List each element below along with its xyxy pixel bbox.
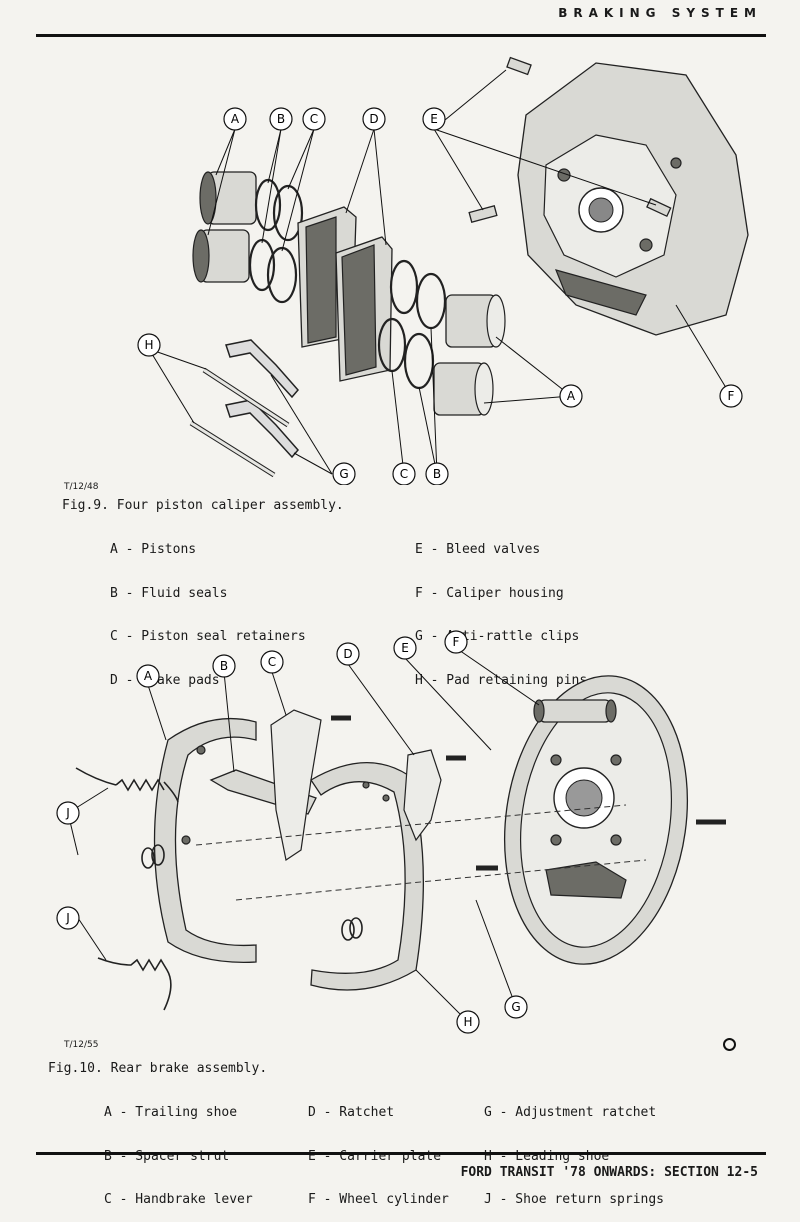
fig10-legend-col3: G - Adjustment ratchet H - Leading shoe … <box>484 1077 664 1222</box>
svg-text:J: J <box>65 806 70 820</box>
fig10-callout-H: H <box>456 1010 480 1034</box>
fig9-callout-B-bottom: B <box>425 462 449 485</box>
svg-text:H: H <box>463 1015 472 1029</box>
fig9-callout-H: H <box>137 333 161 357</box>
fig9-caption: Fig.9. Four piston caliper assembly. <box>62 498 344 513</box>
fig9-callout-A-top: A <box>223 107 247 131</box>
legend-item: H - Pad retaining pins <box>415 672 588 688</box>
legend-item: G - Adjustment ratchet <box>484 1105 657 1120</box>
page-dot-mark <box>723 1038 736 1051</box>
svg-text:B: B <box>433 467 441 481</box>
fig9-pistons-left <box>192 171 257 283</box>
fig10-callout-C: C <box>260 650 284 674</box>
fig9-ref: T/12/48 <box>64 482 99 492</box>
svg-text:G: G <box>511 1000 520 1014</box>
fig10-callout-D: D <box>336 642 360 666</box>
fig10-springs <box>75 767 363 1011</box>
fig9-callout-A-bottom: A <box>559 384 583 408</box>
fig10-callout-A: A <box>136 664 160 688</box>
fig10-callout-F: F <box>444 630 468 654</box>
fig10-callout-E: E <box>393 636 417 660</box>
svg-text:C: C <box>310 112 318 126</box>
fig10-wheel-cylinder <box>533 699 617 723</box>
legend-item: E - Bleed valves <box>415 542 541 557</box>
legend-item: A - Pistons <box>110 542 197 557</box>
legend-item: F - Caliper housing <box>415 585 564 601</box>
fig10-carrier-plate <box>503 675 689 965</box>
svg-text:B: B <box>277 112 285 126</box>
fig10-bolts <box>331 715 726 871</box>
svg-text:D: D <box>369 112 378 126</box>
fig10-handbrake-lever <box>270 709 322 861</box>
page-footer: FORD TRANSIT '78 ONWARDS: SECTION 12-5 <box>460 1165 758 1180</box>
legend-item: F - Wheel cylinder <box>308 1192 449 1207</box>
svg-text:F: F <box>728 389 735 403</box>
fig10-legend-col1: A - Trailing shoe B - Spacer strut C - H… <box>104 1077 253 1222</box>
fig10-legend-col2: D - Ratchet E - Carrier plate F - Wheel … <box>308 1077 449 1222</box>
svg-text:A: A <box>144 669 153 683</box>
svg-text:C: C <box>400 467 408 481</box>
fig10-callout-B: B <box>212 654 236 678</box>
fig9-callout-D: D <box>362 107 386 131</box>
svg-text:A: A <box>567 389 576 403</box>
page-header-title: BRAKING SYSTEM <box>558 6 762 20</box>
svg-text:D: D <box>343 647 352 661</box>
fig10-ratchet <box>403 749 442 842</box>
fig9-callout-G: G <box>332 462 356 485</box>
svg-text:E: E <box>430 112 438 126</box>
fig9-callout-C-top: C <box>302 107 326 131</box>
fig9-callout-E: E <box>422 107 446 131</box>
legend-item: C - Piston seal retainers <box>110 629 306 644</box>
legend-item: C - Handbrake lever <box>104 1192 253 1207</box>
fig10-leader-lines <box>67 647 540 1023</box>
fig9-brake-pads <box>297 206 393 382</box>
svg-text:A: A <box>231 112 240 126</box>
fig9-legend-right: E - Bleed valves F - Caliper housing G -… <box>415 514 587 703</box>
svg-text:F: F <box>453 635 460 649</box>
svg-text:C: C <box>268 655 276 669</box>
bottom-rule <box>36 1152 766 1155</box>
fig10-dashed-guides <box>195 804 647 901</box>
fig10-callout-J-top: J <box>56 801 80 825</box>
fig9-seals-left <box>248 178 304 304</box>
fig10-callout-J-bottom: J <box>56 906 80 930</box>
fig9-callout-B-top: B <box>269 107 293 131</box>
svg-text:E: E <box>401 641 409 655</box>
fig9-bleed-valves <box>468 56 672 223</box>
fig9-caliper-housing <box>517 62 749 336</box>
svg-text:B: B <box>220 659 228 673</box>
fig9-callout-C-bottom: C <box>392 462 416 485</box>
svg-text:G: G <box>339 467 348 481</box>
fig10-caption: Fig.10. Rear brake assembly. <box>48 1061 268 1076</box>
legend-item: B - Fluid seals <box>110 585 228 601</box>
fig9-illustration: A B C D E H G C B A F <box>36 45 766 485</box>
fig9-leader-lines <box>148 69 732 475</box>
fig10-illustration: A B C D E F J J H G <box>36 630 766 1040</box>
fig10-callout-G: G <box>504 995 528 1019</box>
top-rule <box>36 34 766 37</box>
fig9-callout-F: F <box>719 384 743 408</box>
fig9-pistons-right <box>433 294 506 416</box>
fig10-ref: T/12/55 <box>64 1040 99 1050</box>
fig9-legend-left: A - Pistons B - Fluid seals C - Piston s… <box>110 514 306 703</box>
fig9-pad-retaining-pins <box>189 367 290 478</box>
legend-item: G - Anti-rattle clips <box>415 629 580 644</box>
fig10-trailing-shoe <box>153 717 257 963</box>
svg-text:H: H <box>144 338 153 352</box>
fig9-anti-rattle-clips <box>225 339 299 459</box>
legend-item: A - Trailing shoe <box>104 1105 238 1120</box>
legend-item: J - Shoe return springs <box>484 1192 665 1207</box>
svg-text:J: J <box>65 911 70 925</box>
legend-item: D - Ratchet <box>308 1105 395 1120</box>
